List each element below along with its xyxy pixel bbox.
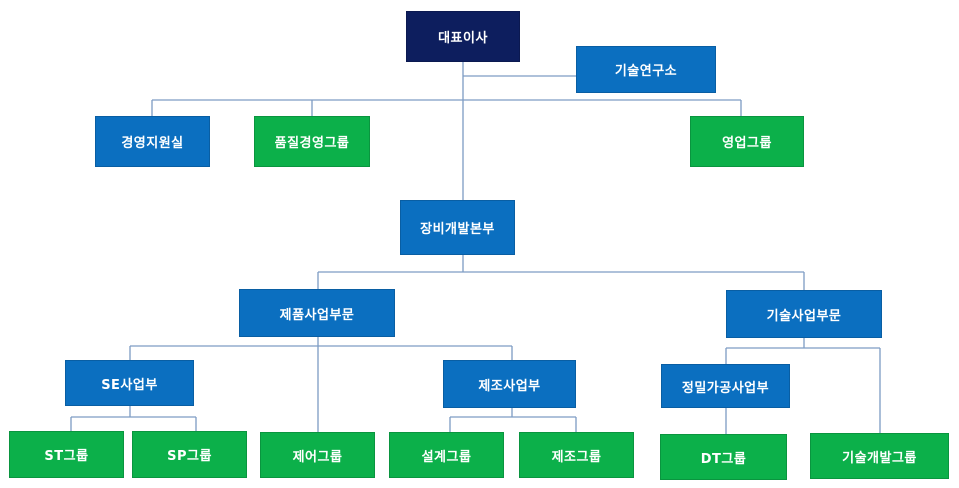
node-sp-group: SP그룹 xyxy=(132,431,247,478)
node-dt-group: DT그룹 xyxy=(660,434,787,480)
node-manufacturing-group: 제조그룹 xyxy=(519,432,634,478)
node-equipment-division: 장비개발본부 xyxy=(400,200,515,255)
node-st-group: ST그룹 xyxy=(9,431,124,478)
node-technology-business: 기술사업부문 xyxy=(726,290,882,338)
node-sales: 영업그룹 xyxy=(690,116,804,167)
node-ceo: 대표이사 xyxy=(406,11,520,62)
node-manufacturing-business: 제조사업부 xyxy=(443,360,576,408)
node-management-support: 경영지원실 xyxy=(95,116,210,167)
node-research-institute: 기술연구소 xyxy=(576,46,716,93)
node-control-group: 제어그룹 xyxy=(260,432,375,478)
node-design-group: 설계그룹 xyxy=(389,432,504,478)
node-tech-development-group: 기술개발그룹 xyxy=(810,433,949,479)
node-precision-processing: 정밀가공사업부 xyxy=(661,364,790,408)
node-se-business: SE사업부 xyxy=(65,360,194,406)
node-quality-management: 품질경영그룹 xyxy=(254,116,370,167)
node-product-business: 제품사업부문 xyxy=(239,289,395,337)
